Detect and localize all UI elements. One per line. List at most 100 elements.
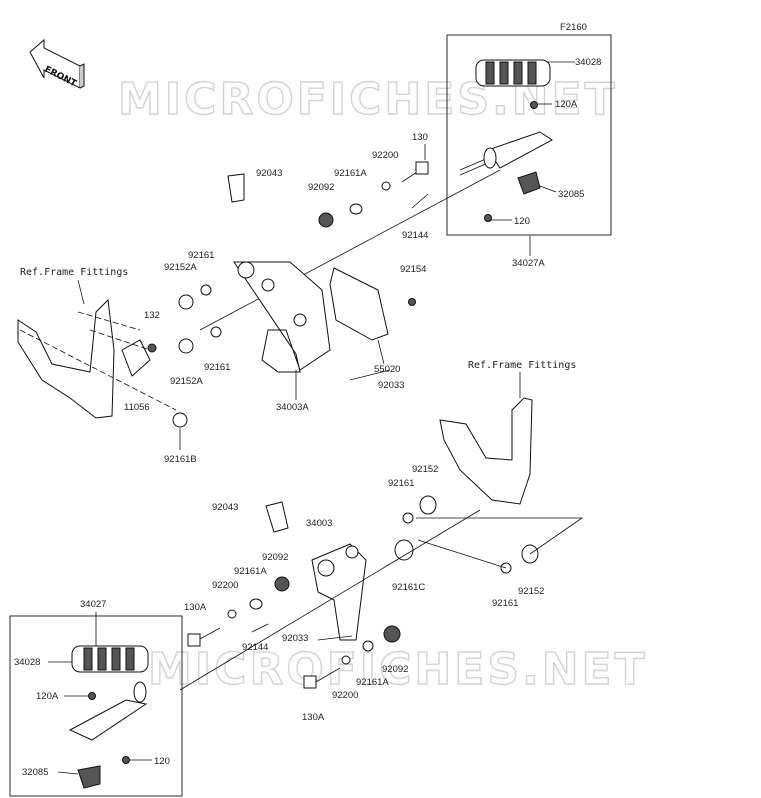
label-92043-upper: 92043 [256, 168, 282, 179]
label-92152-lower: 92152 [412, 464, 438, 475]
washer-92200-lower [227, 609, 237, 619]
bushing-92092-lower-b [383, 625, 401, 643]
label-120-upper: 120 [514, 216, 530, 227]
upper-footpeg-box [446, 34, 612, 236]
label-120-lower: 120 [154, 756, 170, 767]
footpeg-body-upper [459, 131, 553, 176]
guide-line [77, 311, 141, 331]
bolt-130a-lower [187, 627, 221, 647]
bushing-92092-upper [318, 212, 334, 228]
bushing-92161b [172, 412, 188, 428]
bushing-92161c [394, 539, 414, 561]
bolt-132 [147, 343, 157, 353]
plate-55020 [329, 267, 389, 341]
bolt-92154 [408, 298, 416, 306]
spring-92144-lower [251, 623, 269, 633]
label-130a-lower-b: 130A [302, 712, 325, 723]
label-92152-lower-b: 92152 [518, 586, 544, 597]
front-arrow-icon: FRONT [29, 38, 85, 90]
screw-120a-lower [88, 692, 96, 700]
pin-92043-upper [227, 173, 245, 203]
label-34027a: 34027A [512, 258, 545, 269]
label-92144: 92144 [402, 230, 428, 241]
washer-92161-upper-b [210, 326, 222, 338]
label-92154: 92154 [400, 264, 426, 275]
ref-label-upper: Ref.Frame Fittings [20, 267, 128, 278]
footpeg-slider-upper [517, 171, 541, 195]
label-92043-lower: 92043 [212, 502, 238, 513]
watermark-lower: MICROFICHES.NET [148, 644, 648, 695]
guide-line [89, 329, 151, 351]
bushing-92152-lower [419, 495, 437, 515]
label-92144-lower: 92144 [242, 642, 268, 653]
washer-92161a-lower [249, 598, 263, 610]
guide-line [417, 539, 507, 569]
label-92092-lower: 92092 [262, 552, 288, 563]
spring-92144 [411, 193, 429, 209]
footpeg-rubber-lower [71, 645, 149, 673]
label-32085-lower: 32085 [22, 767, 48, 778]
label-92161-upper-b: 92161 [204, 362, 230, 373]
label-92161a-lower: 92161A [234, 566, 267, 577]
label-92152a-upper: 92152A [164, 262, 197, 273]
bushing-92152a-upper [178, 294, 194, 310]
pin-92033-lower [317, 635, 353, 641]
ref-label-lower: Ref.Frame Fittings [468, 360, 576, 371]
label-92161c: 92161C [392, 582, 425, 593]
bracket-11056 [121, 339, 151, 377]
label-34028-lower: 34028 [14, 657, 40, 668]
label-32085-upper: 32085 [558, 189, 584, 200]
footpeg-rubber-upper [475, 59, 551, 87]
pin-92043-lower [265, 501, 289, 533]
washer-92161-upper [200, 284, 212, 296]
label-34003a: 34003A [276, 402, 309, 413]
brake-pedal-34003a [233, 261, 331, 373]
label-92033-lower: 92033 [282, 633, 308, 644]
footpeg-slider-lower [77, 765, 101, 789]
screw-120-upper [484, 214, 492, 222]
label-92200-upper: 92200 [372, 150, 398, 161]
bolt-130a-lower-b [303, 667, 341, 689]
washer-92161-lower [402, 512, 414, 524]
guide-line [416, 517, 584, 555]
bushing-92092-lower [274, 576, 290, 592]
leader [77, 279, 85, 305]
label-92200-lower-b: 92200 [332, 690, 358, 701]
screw-120a-upper [530, 101, 538, 109]
pin-92033-upper [349, 369, 391, 381]
washer-92200-upper [381, 181, 391, 191]
label-92200-lower: 92200 [212, 580, 238, 591]
bolt-130 [401, 161, 429, 183]
footpeg-body-lower [68, 681, 148, 741]
label-120a-upper: 120A [555, 99, 578, 110]
label-34027: 34027 [80, 599, 106, 610]
diagram-code: F2160 [560, 22, 587, 33]
label-92161a-lower-b: 92161A [356, 677, 389, 688]
bushing-92152a-lower [178, 338, 194, 354]
label-92033-upper: 92033 [378, 380, 404, 391]
label-34028-upper: 34028 [575, 57, 601, 68]
label-130: 130 [412, 132, 428, 143]
label-92092-lower-b: 92092 [382, 664, 408, 675]
pivot-axis-upper [199, 169, 501, 331]
label-92161a-upper: 92161A [334, 168, 367, 179]
label-92161-lower-b: 92161 [492, 598, 518, 609]
label-92161b: 92161B [164, 454, 197, 465]
label-34003: 34003 [306, 518, 332, 529]
label-92161-lower: 92161 [388, 478, 414, 489]
frame-bracket-lower [439, 397, 533, 505]
label-130a-lower: 130A [184, 602, 207, 613]
label-92161-upper: 92161 [188, 250, 214, 261]
leader [377, 339, 385, 365]
label-92092-upper: 92092 [308, 182, 334, 193]
label-11056: 11056 [124, 402, 150, 413]
leader [539, 185, 557, 193]
label-92152a-upper-b: 92152A [170, 376, 203, 387]
screw-120-lower [122, 756, 130, 764]
leader [57, 771, 79, 775]
shift-pedal-34003 [311, 543, 367, 641]
washer-92161a-upper [349, 203, 363, 215]
washer-92200-lower-b [341, 655, 351, 665]
guide-line [19, 329, 177, 411]
